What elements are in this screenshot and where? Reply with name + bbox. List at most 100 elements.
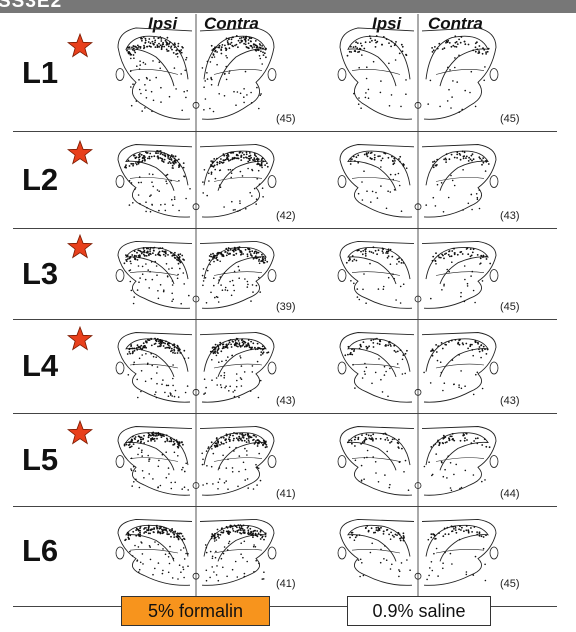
saline-section-count: (43) [500,395,520,407]
neuron-dot [227,44,229,46]
dorsal-horn-outline [426,525,488,561]
neuron-dot [226,435,228,437]
neuron-dot [230,249,232,251]
neuron-dot [206,570,208,572]
neuron-dot [263,440,265,442]
neuron-dot [174,252,176,254]
neuron-dot [183,272,185,274]
neuron-dot [168,395,170,397]
neuron-dot [260,530,262,532]
neuron-dot [235,250,237,252]
neuron-dot [255,534,257,536]
neuron-dot [365,527,367,529]
neuron-dot [152,478,154,480]
neuron-dot [356,156,358,158]
tract-outline [490,362,498,374]
neuron-dot [149,153,151,155]
neuron-dot [265,536,267,538]
neuron-dot [395,174,397,176]
neuron-dot [476,534,478,536]
neuron-dot [135,436,137,438]
neuron-dot [363,48,365,50]
neuron-dot [464,43,466,45]
neuron-dot [224,251,226,253]
neuron-dot [365,253,367,255]
neuron-dot [130,345,132,347]
neuron-dot [443,476,445,478]
neuron-dot [221,528,223,530]
neuron-dot [160,40,162,42]
neuron-dot [222,455,224,457]
section-outline [200,28,274,119]
neuron-dot [222,289,224,291]
neuron-dot [171,528,173,530]
neuron-dot [131,254,133,256]
neuron-dot [202,464,204,466]
neuron-dot [255,40,257,42]
neuron-dot [358,97,360,99]
neuron-dot [486,258,488,260]
neuron-dot [357,249,359,251]
neuron-dot [366,438,368,440]
neuron-dot [186,90,188,92]
neuron-dot [361,562,363,564]
neuron-dot [142,157,144,159]
neuron-dot [134,438,136,440]
neuron-dot [375,461,377,463]
neuron-dot [220,169,222,171]
neuron-dot [159,340,161,342]
neuron-dot [448,438,450,440]
neuron-dot [181,46,183,48]
neuron-dot [258,158,260,160]
neuron-dot [485,580,487,582]
neuron-dot [184,471,186,473]
neuron-dot [388,248,390,250]
neuron-dot [257,48,259,50]
neuron-dot [226,255,228,257]
neuron-dot [138,346,140,348]
neuron-dot [157,152,159,154]
neuron-dot [433,197,435,199]
neuron-dot [149,158,151,160]
neuron-dot [250,532,252,534]
neuron-dot [255,203,257,205]
neuron-dot [480,345,482,347]
neuron-dot [222,567,224,569]
neuron-dot [373,346,375,348]
neuron-dot [230,169,232,171]
neuron-dot [241,37,243,39]
neuron-dot [140,562,142,564]
neuron-dot [445,442,447,444]
neuron-dot [265,532,267,534]
neuron-dot [136,164,138,166]
neuron-dot [173,162,175,164]
neuron-dot [257,162,259,164]
neuron-dot [402,354,404,356]
neuron-dot [162,42,164,44]
neuron-dot [376,529,378,531]
saline-section-count: (45) [500,301,520,313]
neuron-dot [437,360,439,362]
neuron-dot [380,166,382,168]
neuron-dot [364,373,366,375]
neuron-dot [367,450,369,452]
neuron-dot [207,270,209,272]
neuron-dot [473,394,475,396]
neuron-dot [167,44,169,46]
neuron-dot [135,255,137,257]
neuron-dot [160,44,162,46]
neuron-dot [241,365,243,367]
neuron-dot [238,471,240,473]
neuron-dot [397,442,399,444]
neuron-dot [185,553,187,555]
neuron-dot [142,347,144,349]
significance-star-icon [67,140,93,166]
saline-section-count: (44) [500,488,520,500]
neuron-dot [369,251,371,253]
neuron-dot [176,257,178,259]
neuron-dot [216,438,218,440]
neuron-dot [172,577,174,579]
neuron-dot [462,435,464,437]
neuron-dot [390,532,392,534]
neuron-dot [379,528,381,530]
